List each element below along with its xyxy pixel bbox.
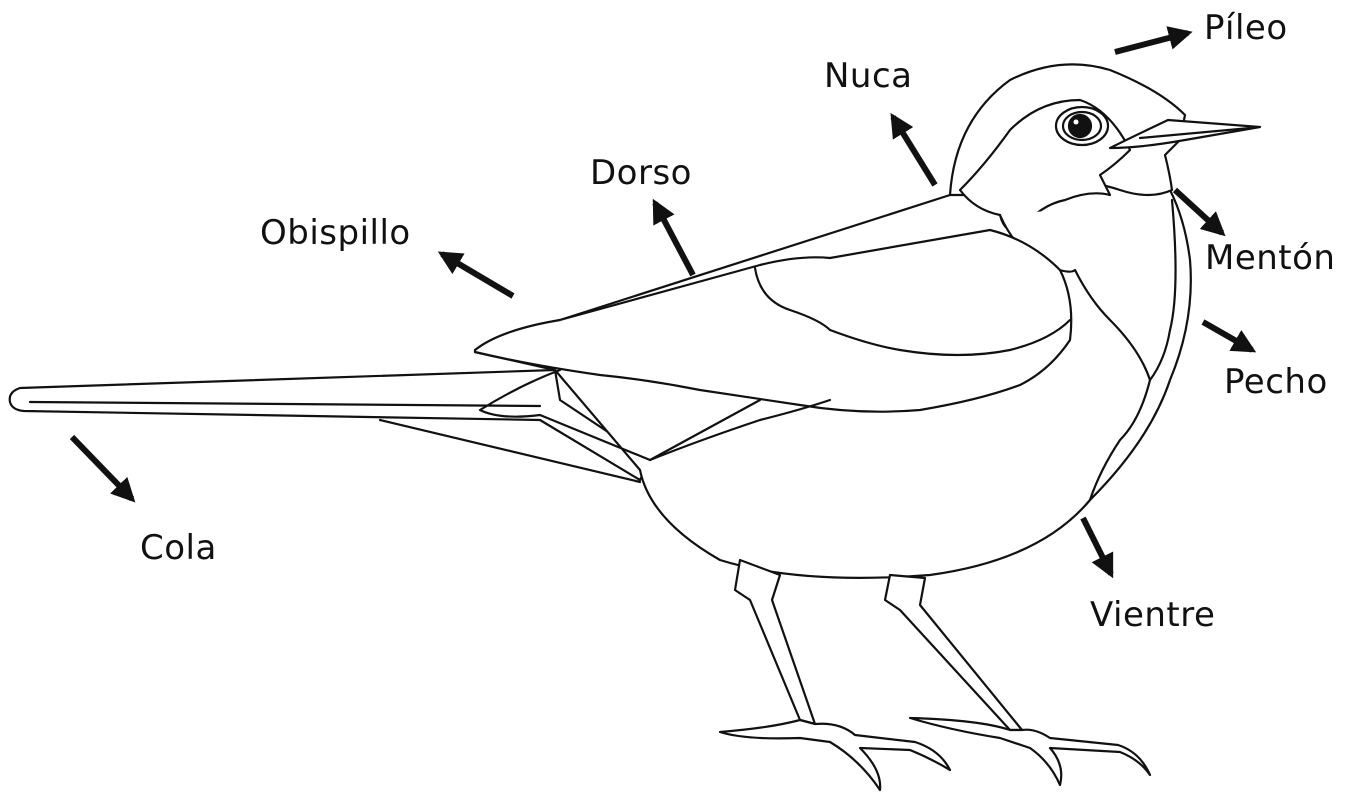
arrow-nuca <box>893 117 935 185</box>
leg-right <box>885 575 1022 730</box>
label-nuca: Nuca <box>824 59 913 93</box>
label-pileo: Píleo <box>1204 11 1288 45</box>
leg-left <box>735 560 815 724</box>
arrow-cola <box>72 437 132 499</box>
label-menton: Mentón <box>1205 241 1335 275</box>
label-pecho: Pecho <box>1224 365 1328 399</box>
arrow-pecho <box>1203 322 1252 350</box>
label-dorso: Dorso <box>590 156 692 190</box>
arrow-obispillo <box>442 254 513 296</box>
label-vientre: Vientre <box>1090 598 1215 632</box>
foot-left <box>720 720 950 790</box>
arrow-dorso <box>655 203 693 275</box>
label-obispillo: Obispillo <box>260 216 411 250</box>
arrow-pileo <box>1115 33 1188 52</box>
tail-outline <box>10 370 650 480</box>
arrow-vientre <box>1083 518 1111 574</box>
label-cola: Cola <box>140 531 217 565</box>
foot-right <box>910 718 1150 785</box>
eye <box>1056 107 1108 145</box>
